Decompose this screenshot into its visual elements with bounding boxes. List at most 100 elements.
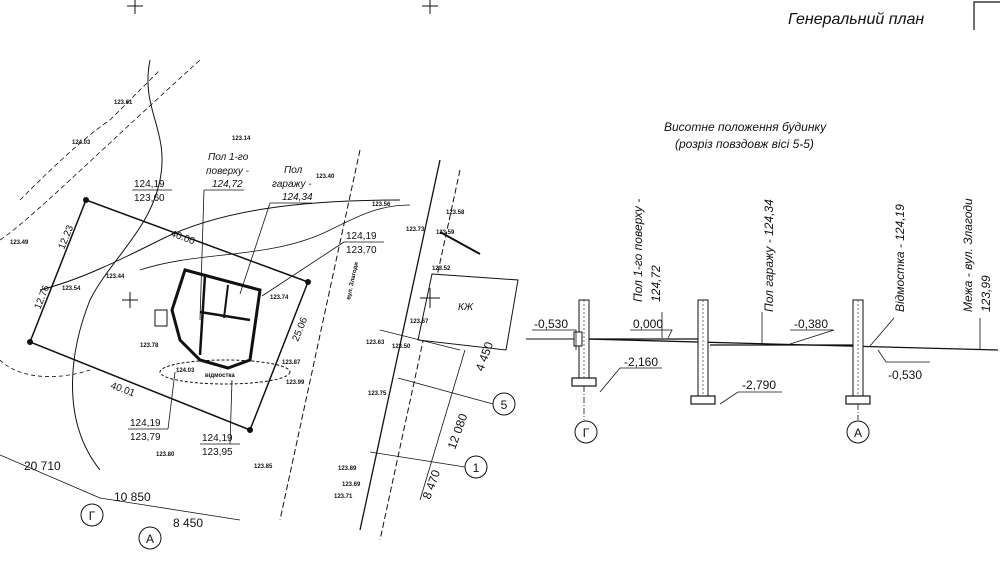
- street-label: вул. Злагоди: [346, 261, 360, 300]
- svg-text:123.87: 123.87: [282, 360, 301, 366]
- elev-foot1: -2,160: [599, 355, 662, 393]
- axis-bubble-1: 1: [464, 455, 488, 479]
- dim-10850: 10 850: [114, 490, 151, 504]
- mark-ne: 124,19 123,70: [261, 231, 384, 297]
- svg-text:-2,790: -2,790: [742, 378, 776, 392]
- section-subheading: (розріз повздовж вісі 5-5): [675, 137, 814, 151]
- frame-marks: [127, 0, 1000, 30]
- svg-text:-2,160: -2,160: [624, 355, 658, 369]
- svg-text:5: 5: [501, 398, 508, 412]
- svg-text:123.73: 123.73: [406, 227, 425, 233]
- svg-text:123.14: 123.14: [232, 136, 251, 142]
- label-boundary: Межа - вул. Злагоди: [961, 198, 975, 312]
- dim-12080: 12 080: [445, 411, 471, 451]
- svg-text:123.63: 123.63: [366, 340, 385, 346]
- svg-text:123.49: 123.49: [10, 240, 29, 246]
- svg-text:123.89: 123.89: [338, 466, 357, 472]
- svg-text:-0,530: -0,530: [888, 368, 922, 382]
- svg-text:123.80: 123.80: [156, 452, 175, 458]
- elev-garage-floor: -0,380: [789, 317, 835, 345]
- svg-text:123,95: 123,95: [202, 447, 233, 458]
- svg-text:123,79: 123,79: [130, 432, 161, 443]
- dim-top: 40.00: [169, 228, 197, 247]
- svg-text:123.50: 123.50: [392, 344, 411, 350]
- svg-text:124,19: 124,19: [346, 231, 377, 242]
- svg-text:123.85: 123.85: [254, 464, 273, 470]
- svg-text:А: А: [146, 532, 154, 546]
- svg-text:123.71: 123.71: [334, 494, 353, 500]
- elev-left: -0,530: [532, 317, 577, 350]
- dim-20710: 20 710: [24, 459, 61, 473]
- svg-text:-0,530: -0,530: [534, 317, 568, 331]
- label-floor1-value: 124,72: [649, 265, 663, 302]
- section-view: Висотне положення будинку (розріз повздо…: [526, 120, 999, 444]
- elev-zero: 0,000: [630, 317, 673, 339]
- label-boundary-value: 123,99: [979, 275, 993, 312]
- axis-bubble-5: 5: [492, 392, 516, 416]
- svg-text:124,72: 124,72: [212, 179, 243, 190]
- mark-nw: 124,19 123,60: [132, 179, 172, 204]
- section-heading: Висотне положення будинку: [664, 120, 827, 134]
- svg-text:123.61: 123.61: [114, 100, 133, 106]
- svg-text:124.03: 124.03: [72, 140, 91, 146]
- svg-text:0,000: 0,000: [633, 317, 663, 331]
- axis-bubble-a-plan: А: [138, 526, 162, 550]
- svg-text:123.74: 123.74: [270, 295, 289, 301]
- house-footprint: відмостка: [154, 268, 291, 385]
- svg-text:123.56: 123.56: [372, 202, 391, 208]
- wall-garage: [690, 299, 716, 405]
- svg-text:123.40: 123.40: [316, 174, 335, 180]
- svg-text:124.03: 124.03: [176, 368, 195, 374]
- axis-bubble-g-plan: Г: [80, 503, 104, 527]
- svg-text:123.67: 123.67: [410, 319, 429, 325]
- svg-text:-0,380: -0,380: [794, 317, 828, 331]
- label-floor1: Пол 1-го поверху -: [631, 199, 645, 302]
- mark-sw: 124,19 123,79: [128, 371, 176, 443]
- mark-se: 124,19 123,95: [200, 379, 240, 458]
- svg-text:123.75: 123.75: [368, 391, 387, 397]
- site-plan: вул. Злагоди КЖ відмостка: [0, 59, 519, 550]
- svg-text:Пол 1-го: Пол 1-го: [208, 152, 249, 163]
- wall-a: [845, 299, 871, 405]
- svg-text:1: 1: [473, 461, 480, 475]
- axis-bubble-g-section: Г: [574, 420, 598, 444]
- svg-text:123.58: 123.58: [446, 210, 465, 216]
- svg-text:123.52: 123.52: [432, 266, 451, 272]
- svg-text:123,60: 123,60: [134, 193, 165, 204]
- elev-foot2: -2,790: [719, 378, 782, 405]
- svg-text:123.54: 123.54: [62, 286, 81, 292]
- svg-text:Г: Г: [583, 426, 590, 440]
- svg-text:відмостка: відмостка: [205, 373, 235, 379]
- neighbor-building: КЖ: [417, 273, 519, 351]
- svg-text:124,19: 124,19: [130, 418, 161, 429]
- svg-text:124,19: 124,19: [134, 179, 165, 190]
- wall-g: [571, 299, 597, 387]
- drawing-title: Генеральний план: [788, 11, 924, 28]
- svg-text:123.59: 123.59: [436, 230, 455, 236]
- dim-left-top: 12.23: [57, 223, 77, 251]
- svg-text:123.69: 123.69: [342, 482, 361, 488]
- svg-text:123.99: 123.99: [286, 380, 305, 386]
- svg-text:124,34: 124,34: [282, 192, 313, 203]
- svg-text:гаражу -: гаражу -: [272, 179, 312, 190]
- svg-text:поверху -: поверху -: [206, 166, 250, 177]
- svg-text:А: А: [854, 426, 862, 440]
- svg-text:Г: Г: [89, 509, 96, 523]
- svg-text:КЖ: КЖ: [458, 302, 474, 313]
- dim-8470: 8 470: [420, 468, 444, 501]
- svg-text:123.78: 123.78: [140, 343, 159, 349]
- svg-text:123,70: 123,70: [346, 245, 377, 256]
- dim-8450: 8 450: [173, 516, 203, 530]
- svg-text:123.44: 123.44: [106, 274, 125, 280]
- axis-bubble-a-section: А: [846, 420, 870, 444]
- svg-text:124,19: 124,19: [202, 433, 233, 444]
- label-blind-area: Відмостка - 124,19: [893, 204, 907, 312]
- dim-left-mid: 12.76: [33, 283, 53, 311]
- elev-right: -0,530: [877, 349, 930, 382]
- callout-garage: Пол гаражу - 124,34: [239, 165, 313, 295]
- survey-points: 123.61 124.03 123.49 123.54 123.14 123.4…: [10, 100, 465, 500]
- label-garage: Пол гаражу - 124,34: [762, 199, 776, 312]
- svg-text:Пол: Пол: [284, 165, 303, 176]
- callout-floor1: Пол 1-го поверху - 124,72: [199, 152, 250, 321]
